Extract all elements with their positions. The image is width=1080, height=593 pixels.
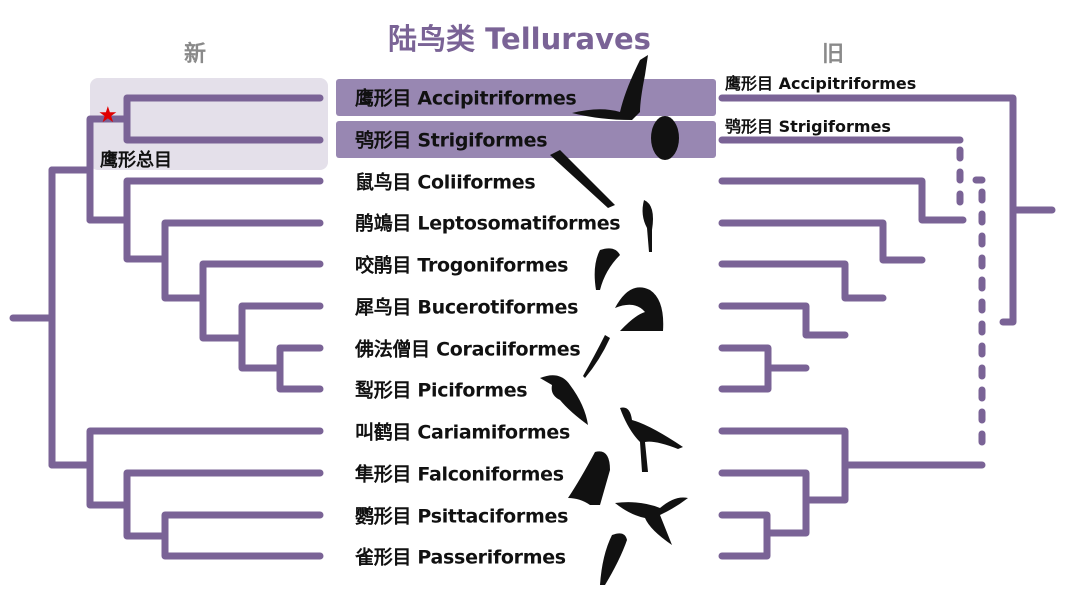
order-label: 䴕形目 Piciformes [355, 379, 528, 402]
branch [48, 94, 324, 224]
star-icon: ★ [98, 103, 118, 128]
branch [718, 94, 1056, 326]
order-label: 鹃鴗目 Leptosomatiformes [355, 212, 621, 235]
order-label: 鹦形目 Psittaciformes [355, 505, 569, 528]
order-label: 佛法僧目 Coraciiformes [355, 338, 581, 361]
order-label: 雀形目 Passeriformes [355, 546, 566, 569]
passerine-silhouette-icon [600, 533, 627, 585]
kingfisher-silhouette-icon [540, 375, 588, 425]
trogon-silhouette-icon [594, 248, 620, 290]
order-label: 鸮形目 Strigiformes [355, 129, 548, 152]
clade-label: 鹰形总目 [100, 150, 172, 171]
seriema-silhouette-icon [620, 407, 683, 472]
order-label: 犀鸟目 Bucerotiformes [355, 296, 579, 319]
old-tree [718, 94, 1056, 560]
eagle-silhouette-icon [572, 55, 648, 120]
falcon-silhouette-icon [568, 451, 610, 505]
old-tree-label: 鹰形目 Accipitriformes [725, 74, 917, 93]
diagram-title: 陆鸟类 Telluraves [388, 22, 651, 56]
new-tree-header: 新 [184, 42, 207, 67]
order-label: 鹰形目 Accipitriformes [355, 87, 577, 110]
branch [48, 427, 324, 560]
new-tree [9, 94, 324, 560]
parrot-silhouette-icon [615, 497, 688, 545]
old-tree-header: 旧 [822, 42, 845, 67]
old-tree-label: 鸮形目 Strigiformes [725, 117, 891, 136]
branch [86, 177, 324, 393]
branch [9, 166, 56, 469]
bee-eater-silhouette-icon [583, 335, 610, 378]
owl-silhouette-icon [651, 116, 679, 160]
branch [718, 427, 986, 560]
branch [718, 177, 967, 393]
cuckoo-roller-silhouette-icon [642, 200, 653, 252]
order-label: 咬鹃目 Trogoniformes [355, 254, 569, 277]
mousebird-silhouette-icon [550, 150, 615, 208]
order-label: 叫鹤目 Cariamiformes [355, 421, 570, 444]
order-label: 鼠鸟目 Coliiformes [355, 171, 536, 194]
highlight-brush-accipitriformes [336, 79, 716, 116]
order-label: 隼形目 Falconiformes [355, 463, 564, 486]
bird-silhouettes [540, 55, 688, 585]
hornbill-silhouette-icon [615, 287, 664, 331]
